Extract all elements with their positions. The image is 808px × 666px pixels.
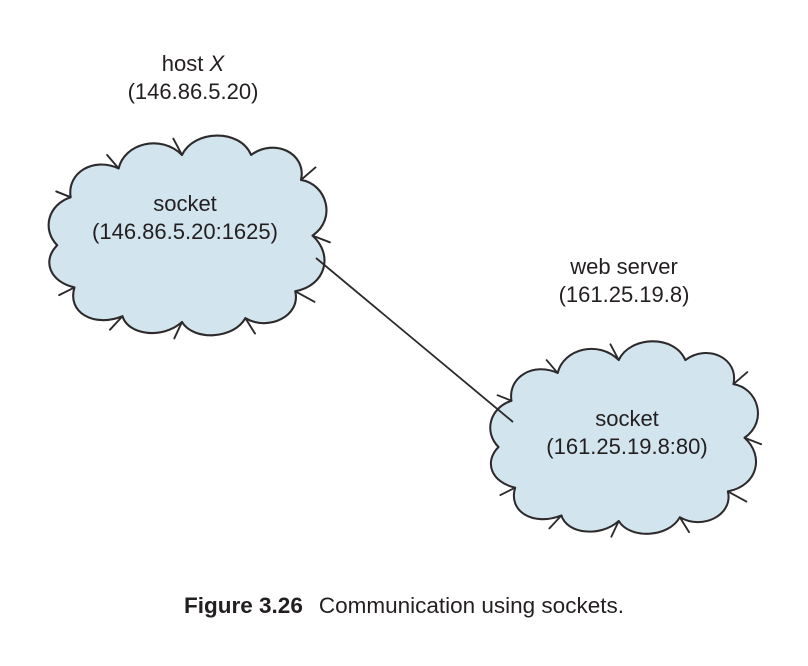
- figure-caption-number: Figure 3.26: [184, 593, 303, 618]
- host-socket-title: socket: [153, 191, 217, 216]
- server-socket-address: (161.25.19.8:80): [546, 434, 708, 459]
- web-server-ip: (161.25.19.8): [558, 282, 690, 307]
- host-socket-address: (146.86.5.20:1625): [92, 219, 278, 244]
- connection-line: [315, 257, 514, 423]
- host-title-emphasis: X: [209, 51, 225, 76]
- host-title: host X: [161, 51, 225, 76]
- server-socket-title: socket: [595, 406, 659, 431]
- host-label: host X (146.86.5.20): [128, 50, 259, 106]
- web-server-label: web server (161.25.19.8): [559, 253, 690, 309]
- host-ip: (146.86.5.20): [127, 79, 259, 104]
- web-server-title: web server: [570, 254, 678, 279]
- server-socket-label: socket (161.25.19.8:80): [546, 405, 707, 461]
- figure-caption: Figure 3.26 Communication using sockets.: [0, 592, 808, 620]
- figure-caption-text: Communication using sockets.: [318, 593, 624, 618]
- host-socket-label: socket (146.86.5.20:1625): [92, 190, 278, 246]
